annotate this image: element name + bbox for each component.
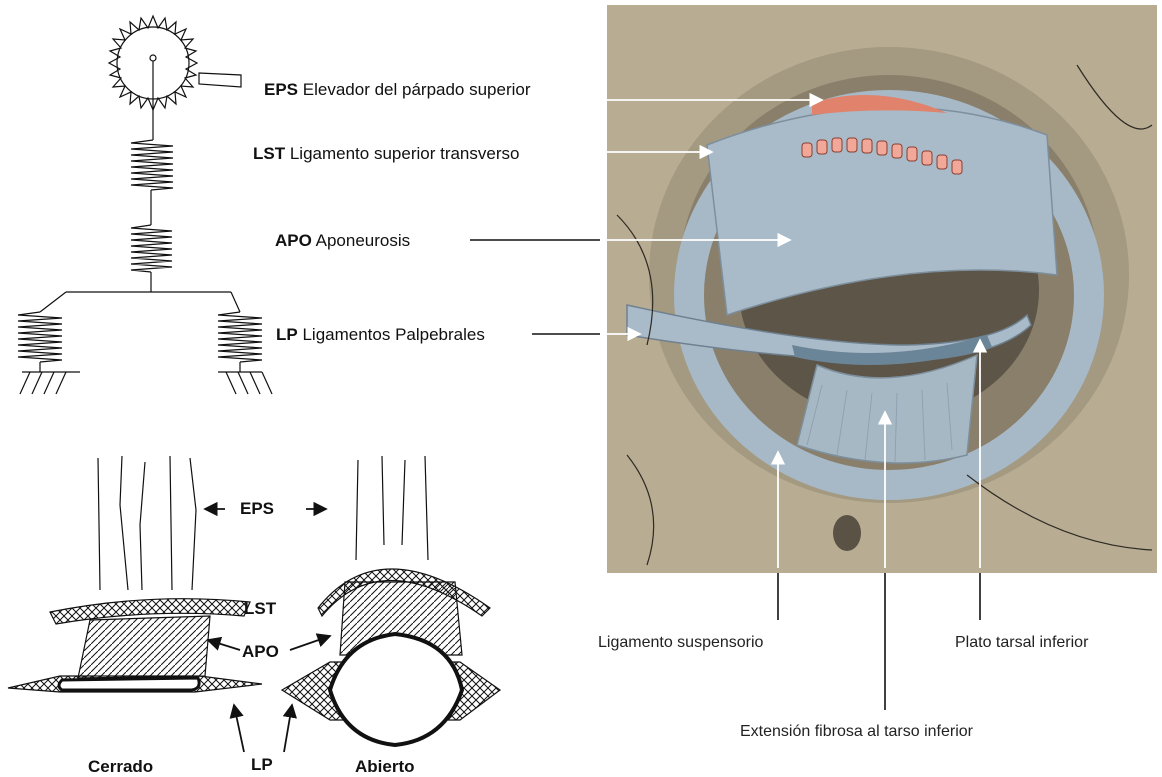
label-lst-text: Ligamento superior transverso — [290, 144, 520, 163]
caption-inferior-tarsal-plate: Plato tarsal inferior — [955, 634, 1088, 652]
caption-suspensory-ligament: Ligamento suspensorio — [598, 634, 763, 652]
label-apo: APO Aponeurosis — [275, 231, 410, 251]
lower-lst-label: LST — [244, 599, 276, 619]
label-eps-abbr: EPS — [264, 80, 298, 99]
label-lp-text: Ligamentos Palpebrales — [302, 325, 484, 344]
label-lp-abbr: LP — [276, 325, 298, 344]
lower-lp-label: LP — [251, 755, 273, 775]
lower-apo-label: APO — [242, 642, 279, 662]
label-eps-text: Elevador del párpado superior — [303, 80, 531, 99]
caption-fibrous-extension: Extensión fibrosa al tarso inferior — [740, 723, 973, 741]
lower-eps-label: EPS — [240, 499, 274, 519]
label-eps: EPS Elevador del párpado superior — [264, 80, 531, 100]
label-lst: LST Ligamento superior transverso — [253, 144, 519, 164]
label-apo-abbr: APO — [275, 231, 312, 250]
label-lp: LP Ligamentos Palpebrales — [276, 325, 485, 345]
closed-label: Cerrado — [88, 757, 153, 777]
open-label: Abierto — [355, 757, 415, 777]
label-lst-abbr: LST — [253, 144, 285, 163]
label-apo-text: Aponeurosis — [316, 231, 411, 250]
